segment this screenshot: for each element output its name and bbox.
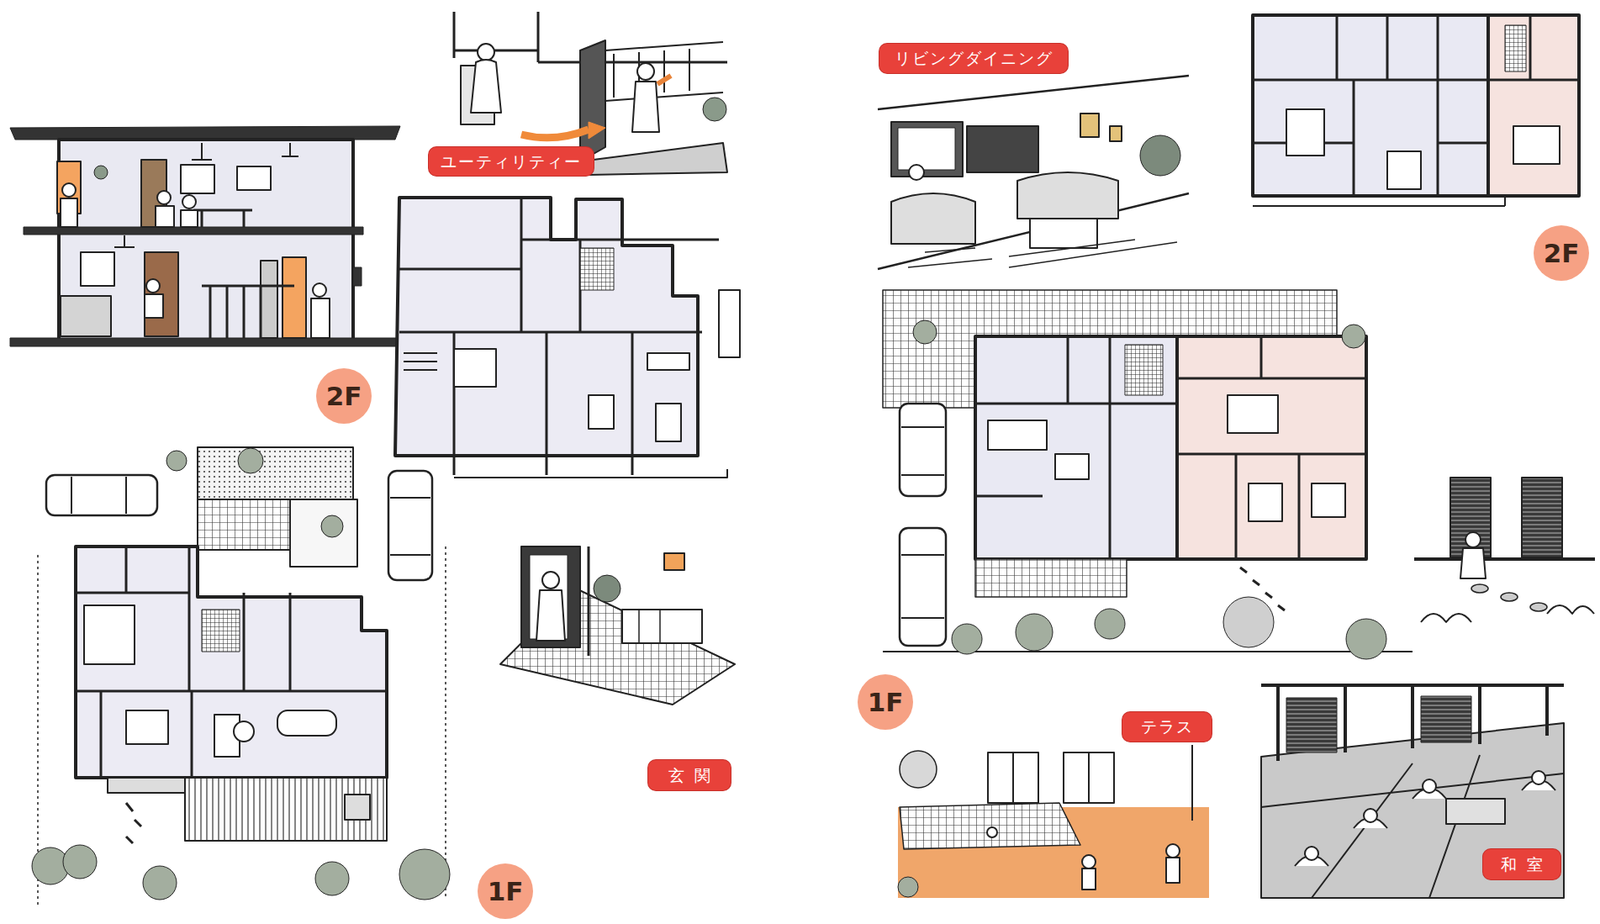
label-text: ユーティリティー [440,153,582,171]
floor-badge: 1F [477,863,534,919]
room-label: 和室 [1483,849,1561,880]
label-text: リビングダイニング [894,49,1054,68]
label-text: テラス [1140,718,1194,736]
floor-badge: 2F [1533,225,1590,281]
room-label: ユーティリティー [428,147,594,176]
label-text: 1F [867,687,904,717]
label-text: 1F [487,876,524,906]
room-label: リビングダイニング [879,43,1068,74]
label-text: 和室 [1500,855,1553,874]
label-text: 玄関 [668,766,721,785]
floor-badge: 2F [316,368,372,424]
room-label: 玄関 [648,760,731,791]
label-text: 2F [326,381,363,411]
floor-badge: 1F [857,674,914,730]
label-text: 2F [1543,238,1580,268]
room-label: テラス [1122,712,1212,742]
